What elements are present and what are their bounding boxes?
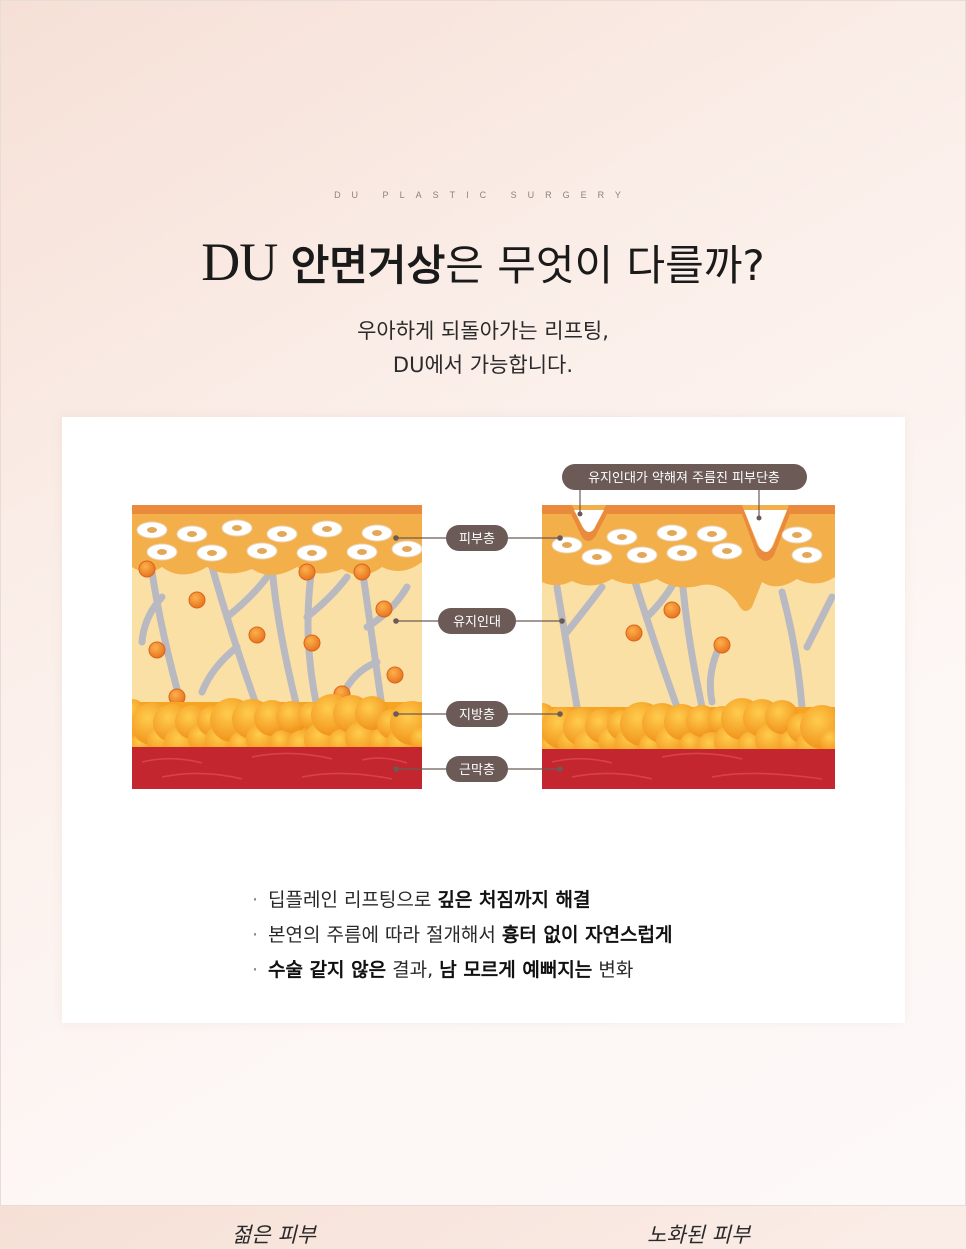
- callout-top-text: 유지인대가 약해져 주름진 피부단층: [588, 471, 780, 486]
- layer-label-ligament: 유지인대: [393, 608, 565, 634]
- aged-fat-globules: [542, 698, 835, 763]
- wrinkle-2: [744, 510, 787, 552]
- layer-label-fat: 지방층: [393, 701, 563, 727]
- young-skin-top: [132, 505, 422, 514]
- title-brand: DU: [201, 232, 278, 292]
- svg-text:근막층: 근막층: [459, 763, 495, 778]
- aged-skin-wrinkles: [542, 505, 835, 561]
- benefit-item-1: ·딥플레인 리프팅으로 깊은 처짐까지 해결: [252, 889, 591, 911]
- diagram-card: 유지인대가 약해져 주름진 피부단층 피부층 유지인대 지방층: [62, 417, 905, 1247]
- young-skin-diagram: [132, 505, 422, 789]
- callout-top-dot-1: [577, 511, 583, 517]
- aged-muscle-layer: [542, 749, 835, 789]
- layer-label-skin: 피부층: [393, 525, 563, 551]
- svg-text:피부층: 피부층: [459, 532, 495, 547]
- subtitle-line-1: 우아하게 되돌아가는 리프팅,: [357, 319, 609, 343]
- title-rest: 은 무엇이 다를까?: [445, 241, 765, 290]
- callout-top-pill: [562, 464, 807, 490]
- aged-skin-cells: [551, 524, 823, 566]
- svg-text:유지인대: 유지인대: [453, 615, 501, 630]
- callout-top-dot-2: [756, 515, 762, 521]
- benefit-list: ·딥플레인 리프팅으로 깊은 처짐까지 해결 ·본연의 주름에 따라 절개해서 …: [252, 883, 672, 988]
- layer-label-muscle: 근막층: [393, 756, 563, 782]
- skin-layer-diagram: 유지인대가 약해져 주름진 피부단층 피부층 유지인대 지방층: [132, 464, 835, 789]
- eyebrow-text: DU PLASTIC SURGERY: [334, 190, 632, 200]
- aged-muscle-fibers: [551, 752, 823, 780]
- aged-skin-diagram: [542, 505, 835, 789]
- subtitle-line-2: DU에서 가능합니다.: [392, 353, 574, 377]
- benefit-item-3: ·수술 같지 않은 결과, 남 모르게 예뻐지는 변화: [252, 959, 634, 981]
- page-title: DU 안면거상은 무엇이 다를까?: [0, 230, 966, 298]
- young-skin-cells: [136, 519, 422, 562]
- caption-aged-skin: 노화된 피부: [647, 1223, 751, 1247]
- young-fat-droplets: [138, 560, 404, 706]
- title-bold: 안면거상: [290, 241, 446, 290]
- aged-fat-droplets: [625, 601, 731, 654]
- caption-young-skin: 젊은 피부: [232, 1223, 316, 1247]
- benefit-item-2: ·본연의 주름에 따라 절개해서 흉터 없이 자연스럽게: [252, 924, 673, 946]
- subtitle: 우아하게 되돌아가는 리프팅, DU에서 가능합니다.: [0, 314, 966, 382]
- svg-text:지방층: 지방층: [459, 708, 495, 723]
- young-muscle-fibers: [141, 752, 408, 780]
- aged-ligaments: [553, 568, 835, 711]
